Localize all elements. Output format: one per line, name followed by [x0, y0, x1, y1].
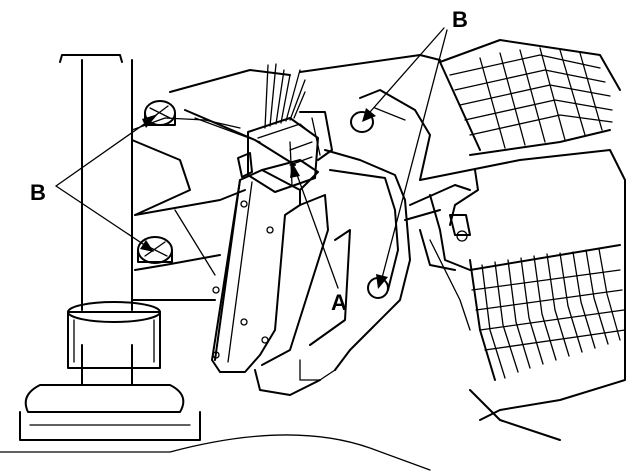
actuator-body: [211, 159, 329, 373]
steering-shaft: [59, 54, 133, 386]
shaft-collar: [67, 301, 161, 369]
lower-ledge: [469, 389, 561, 441]
ribbed-housing: [439, 39, 621, 156]
callout-label-a: A: [331, 290, 347, 315]
callout-label-b-top: B: [452, 7, 468, 32]
floor-edge: [0, 434, 431, 471]
actuator-connector: [237, 117, 319, 193]
callout-leaders: [55, 27, 448, 289]
right-bracket: [404, 184, 471, 331]
callout-label-b-left: B: [30, 180, 46, 205]
wire-harness: [264, 63, 333, 161]
support-bracket: [131, 189, 246, 301]
lower-right-housing: [419, 149, 626, 421]
blower-housing: [254, 89, 431, 396]
mounting-hole-upper: [350, 111, 374, 133]
shaft-base: [19, 384, 201, 441]
dash-frame: [131, 54, 441, 216]
mounting-bolt-lower-left: [137, 236, 173, 264]
